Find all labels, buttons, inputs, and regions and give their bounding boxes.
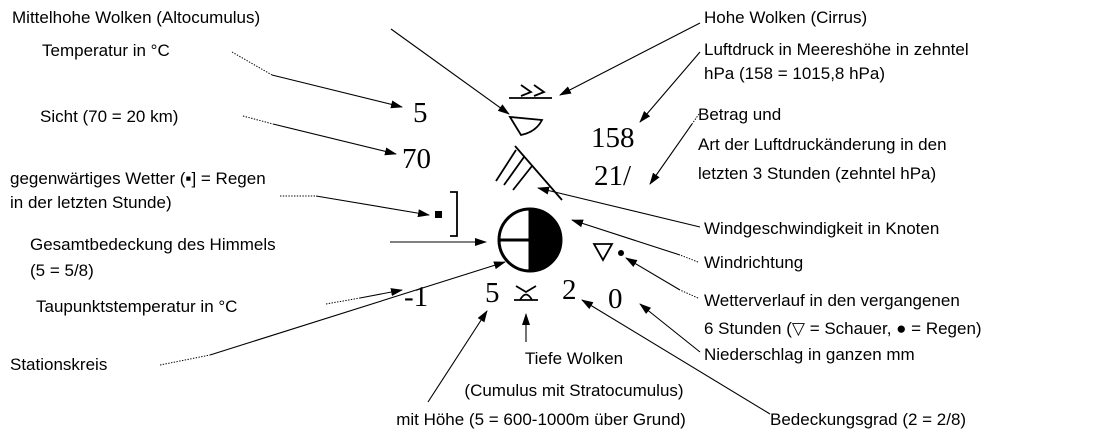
label-cirrus: Hohe Wolken (Cirrus) [704,8,867,27]
label-wind-direction: Windrichtung [704,253,803,272]
label-past-weather-line2: 6 Stunden (▽ = Schauer, ● = Regen) [704,319,982,338]
value-pressure-tendency: 21/ [594,160,632,192]
label-temperature: Temperatur in °C [42,41,170,60]
label-station-circle: Stationskreis [10,355,107,374]
value-pressure: 158 [591,122,635,154]
connector-lines [159,22,771,415]
value-precipitation: 0 [608,283,623,315]
label-pressure-line2: hPa (158 = 1015,8 hPa) [704,64,885,83]
value-dewpoint: -1 [404,281,428,313]
value-low-cloud-amount: 2 [562,274,577,306]
rain-last-hour-icon [435,191,458,237]
label-wind-speed: Windgeschwindigkeit in Knoten [704,219,939,238]
wind-barb-icon [495,145,563,201]
label-total-cover-line2: (5 = 5/8) [30,261,94,280]
label-pressure-line1: Luftdruck in Meereshöhe in zehntel [704,40,969,59]
value-low-cloud-height: 5 [485,277,500,309]
label-visibility: Sicht (70 = 20 km) [40,107,178,126]
cumulus-stratocumulus-icon [514,285,538,301]
label-low-clouds-line3: mit Höhe (5 = 600-1000m über Grund) [396,410,686,429]
label-low-clouds-line2: (Cumulus mit Stratocumulus) [464,381,683,400]
shower-triangle-icon [592,243,624,262]
altocumulus-icon [508,115,544,137]
label-precipitation: Niederschlag in ganzen mm [704,345,915,364]
label-dewpoint: Taupunktstemperatur in °C [36,297,237,316]
value-visibility: 70 [402,143,431,175]
label-cloud-amount: Bedeckungsgrad (2 = 2/8) [770,410,966,429]
label-present-weather-line2: in der letzten Stunde) [10,193,172,212]
label-tendency-line3: letzten 3 Stunden (zehntel hPa) [698,164,936,183]
label-tendency-line2: Art der Luftdruckänderung in den [698,135,947,154]
label-past-weather-line1: Wetterverlauf in den vergangenen [704,291,960,310]
label-low-clouds-line1: Tiefe Wolken [525,349,623,368]
label-total-cover-line1: Gesamtbedeckung des Himmels [30,235,276,254]
half-covered-station-circle-icon [497,207,563,273]
label-tendency-line1: Betrag und [698,105,781,124]
label-present-weather-line1: gegenwärtiges Wetter (▪] = Regen [10,169,266,188]
value-temperature: 5 [413,97,428,129]
cirrus-hooks-icon [509,84,552,99]
label-altocumulus: Mittelhohe Wolken (Altocumulus) [12,8,260,27]
